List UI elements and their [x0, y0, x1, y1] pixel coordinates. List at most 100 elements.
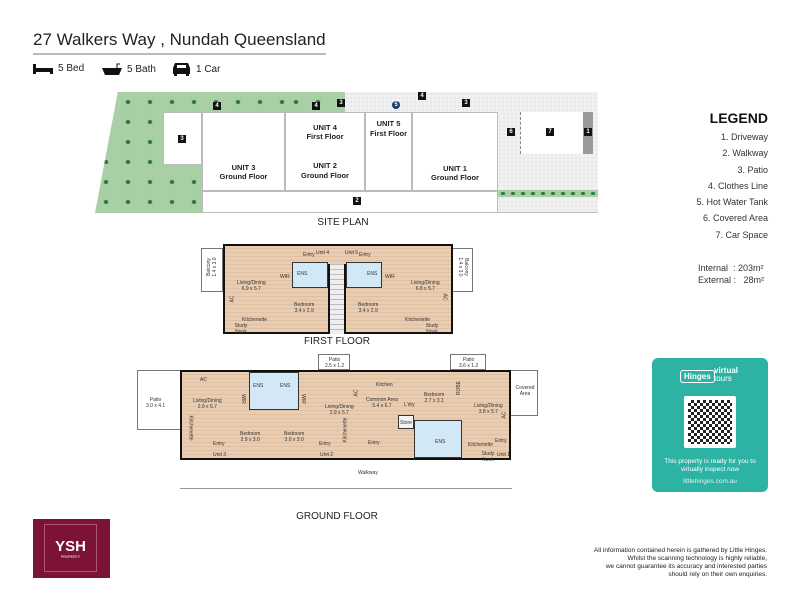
- walkway-line: [180, 488, 512, 489]
- disclaimer-line: All information contained herein is gath…: [593, 547, 767, 554]
- ysh-logo: YSH PROPERTY: [33, 519, 110, 578]
- label: ROBE: [456, 380, 463, 396]
- property-address: 27 Walkers Way , Nundah Queensland: [33, 30, 326, 49]
- title-divider: [33, 53, 326, 55]
- ensuite-unit1: ENS: [414, 420, 462, 458]
- legend-item: 2. Walkway: [722, 148, 768, 159]
- bed-count: 5 Bed: [58, 62, 85, 74]
- label: AC: [200, 377, 207, 383]
- hinges-logo: Hinges: [680, 370, 715, 383]
- tag-patio: 3: [462, 99, 470, 107]
- logo-subtext: PROPERTY: [60, 555, 81, 559]
- store: Store: [398, 415, 414, 429]
- balcony-right: Balcony 1.4 x 3.0: [452, 248, 473, 292]
- car-icon: [173, 63, 190, 76]
- label: Entry: [319, 441, 331, 447]
- legend-item: 1. Driveway: [720, 132, 768, 142]
- label: Unit 5: [345, 250, 359, 256]
- label: Kitchenette: [342, 417, 349, 443]
- label: WIR: [239, 394, 246, 404]
- label: AC: [501, 411, 508, 419]
- label: L'dry: [404, 402, 415, 408]
- label: Kitchenette: [405, 317, 431, 323]
- label: Study Nook: [234, 323, 248, 335]
- ensuite-unit4: ENS: [292, 262, 328, 288]
- label: Entry: [359, 252, 371, 258]
- external-area: External : 28m²: [698, 275, 765, 285]
- label: Walkway: [358, 470, 378, 476]
- bath-icon: [102, 63, 122, 75]
- tag-clothes-line: 4: [418, 92, 426, 100]
- legend-title: LEGEND: [709, 110, 768, 126]
- label: Study Nook: [425, 323, 439, 335]
- covered-area: Covered Area: [510, 370, 538, 416]
- stairs: [328, 264, 346, 334]
- label: Entry: [368, 440, 380, 446]
- legend-item: 6. Covered Area: [702, 213, 768, 224]
- legend-item: 4. Clothes Line: [707, 180, 768, 191]
- disclaimer: All information contained herein is gath…: [594, 547, 767, 580]
- tag-patio: 3: [178, 135, 186, 143]
- label: Study Nook: [481, 451, 495, 463]
- tag-clothes-line: 4: [312, 102, 320, 110]
- walkway-area: [202, 191, 498, 213]
- label: Entry: [495, 438, 507, 444]
- label: WIR: [280, 274, 290, 280]
- label: Unit 4: [316, 250, 330, 256]
- label: WIR: [385, 274, 395, 280]
- ground-floor-caption: GROUND FLOOR: [296, 511, 378, 522]
- label: Kitchenette: [242, 317, 268, 323]
- tag-car-space: 7: [546, 128, 554, 136]
- label: Entry: [213, 441, 225, 447]
- disclaimer-line: Whilst the scanning technology is highly…: [627, 555, 767, 563]
- label: WIR: [299, 394, 306, 404]
- label: Entry: [303, 252, 315, 258]
- car-count: 1 Car: [196, 63, 221, 75]
- tag-driveway: 1: [584, 128, 592, 136]
- legend-item: 7. Car Space: [715, 229, 768, 240]
- garden-strip: [498, 190, 598, 197]
- label: AC: [353, 389, 360, 397]
- qr-code[interactable]: [684, 396, 736, 448]
- label: Kitchen: [376, 382, 393, 388]
- label: Unit 2: [320, 452, 334, 458]
- label: Unit 1: [497, 452, 511, 458]
- disclaimer-line: should rely on their own enquiries.: [668, 571, 767, 579]
- feature-car: 1 Car: [172, 62, 220, 76]
- internal-area: Internal : 203m²: [698, 263, 764, 273]
- site-plan-caption: SITE PLAN: [317, 217, 369, 228]
- ensuite-unit5: ENS: [346, 262, 382, 288]
- area-summary: Internal : 203m² External : 28m²: [698, 262, 764, 286]
- tag-covered-area: 6: [507, 128, 515, 136]
- disclaimer-line: we cannot guarantee its accuracy and int…: [605, 563, 767, 571]
- qr-message: This property is ready for you to virtua…: [664, 458, 756, 473]
- legend-item: 5. Hot Water Tank: [696, 197, 768, 208]
- label: Kitchenette: [468, 442, 494, 448]
- legend-item: 3. Patio: [737, 164, 768, 175]
- qr-url[interactable]: littlehinges.com.au: [683, 478, 737, 485]
- gravel-strip: [345, 92, 598, 112]
- label: Unit 3: [213, 452, 227, 458]
- tag-clothes-line: 4: [213, 102, 221, 110]
- tag-hot-water-tank: 5: [392, 101, 400, 109]
- feature-bath: 5 Bath: [102, 62, 156, 76]
- label: AC: [441, 293, 448, 301]
